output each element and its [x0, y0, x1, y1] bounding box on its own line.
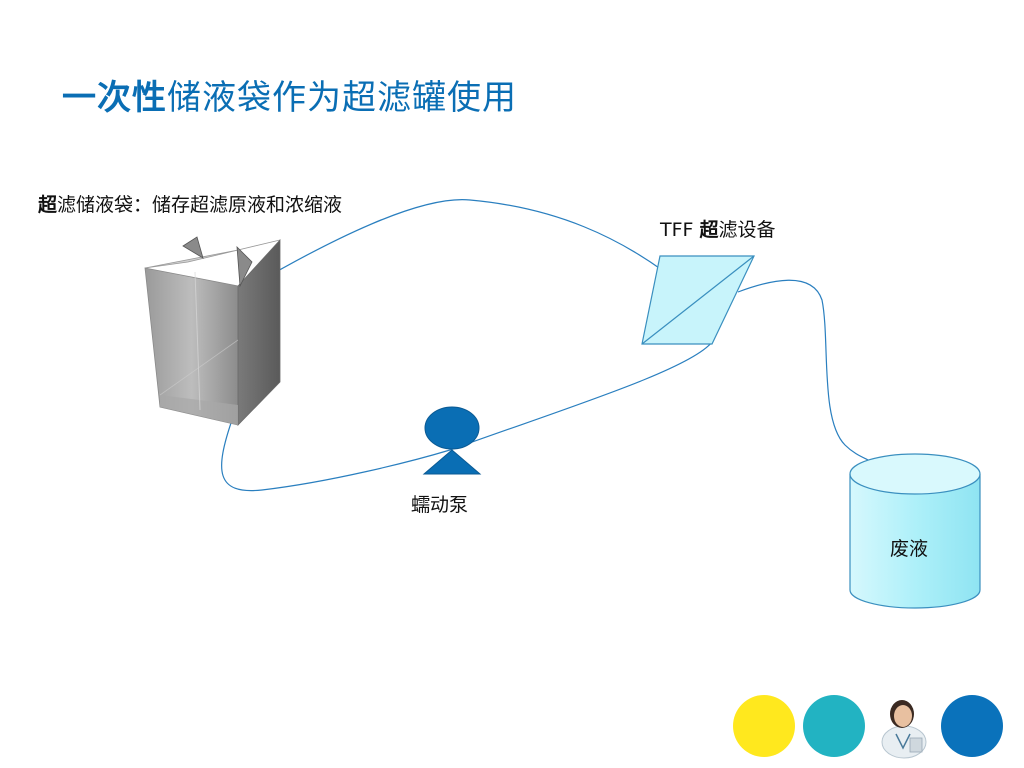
tube-pump-to-tff — [449, 341, 713, 451]
tff-label-bold: 超 — [699, 219, 719, 241]
decor-dot-yellow — [733, 695, 795, 757]
waste-label: 废液 — [890, 538, 929, 560]
storage-bag-icon — [144, 236, 281, 426]
pump-label: 蠕动泵 — [411, 494, 469, 516]
decor-dot-blue — [941, 695, 1003, 757]
decor-dot-teal — [803, 695, 865, 757]
tube-bag-to-tff — [247, 199, 663, 289]
tff-filter-icon — [641, 255, 755, 345]
peristaltic-pump-icon — [422, 406, 482, 475]
storage-bag-label: 超滤储液袋：储存超滤原液和浓缩液 — [38, 190, 342, 217]
bag-label-bold: 超 — [38, 194, 58, 216]
page-title: 一次性储液袋作为超滤罐使用 — [62, 70, 517, 119]
tff-label: TFF 超滤设备 — [660, 215, 776, 242]
doctor-avatar-icon — [873, 695, 935, 759]
tff-label-rest: 滤设备 — [718, 219, 776, 241]
tube-tff-to-waste — [737, 279, 873, 463]
tube-bag-to-pump — [221, 419, 451, 492]
bag-label-rest: 滤储液袋：储存超滤原液和浓缩液 — [57, 194, 343, 216]
title-rest: 储液袋作为超滤罐使用 — [167, 78, 517, 118]
waste-tank-icon — [849, 453, 981, 609]
tff-label-prefix: TFF — [660, 219, 700, 241]
title-bold: 一次性 — [62, 78, 167, 118]
